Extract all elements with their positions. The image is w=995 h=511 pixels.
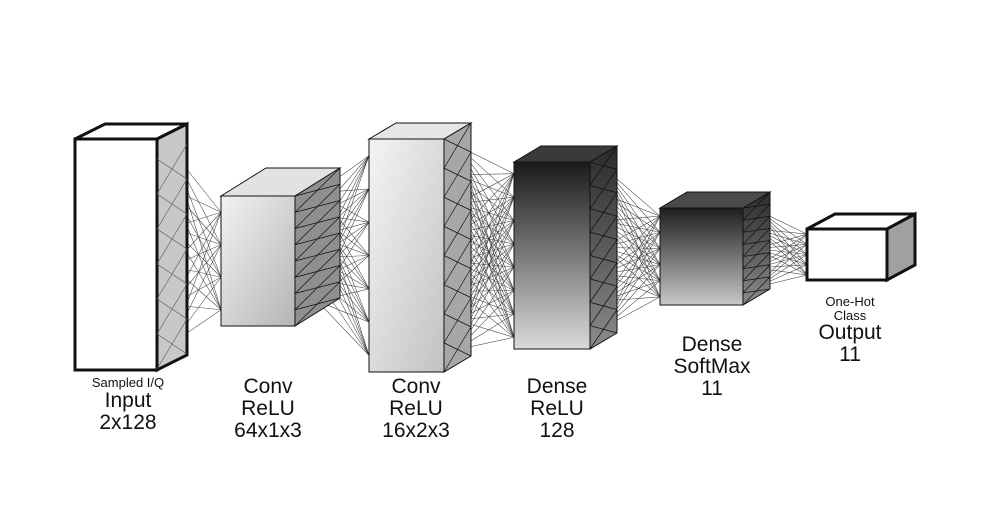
conv1-layer-label: Conv ReLU 64x1x3 [234,375,302,443]
output-caption: One-Hot Class [825,294,875,323]
mesh-line [742,240,771,269]
mesh-line [443,181,472,227]
input-side-face [155,121,189,373]
mesh-line [589,145,618,186]
mesh-line [742,191,771,221]
input-front-face [73,137,159,372]
mesh-line [156,178,188,230]
mesh-line [443,210,472,256]
dense1-activation: ReLU [530,397,584,421]
mesh-line [294,184,341,229]
dense2-activation: SoftMax [673,355,751,379]
dense1-side-mesh [589,145,618,350]
mesh-line [294,249,341,294]
mesh-line [443,297,472,344]
mesh-line [742,216,771,245]
conv1-shape: 64x1x3 [234,419,302,443]
conv1-activation: ReLU [241,397,295,421]
mesh-line [589,169,618,209]
dense1-size: 128 [539,419,575,443]
input-layer-label: Sampled I/Q Input 2x128 [92,376,164,434]
dense2-name: Dense [681,333,743,356]
dense1-side-face [589,145,618,350]
output-block [805,211,917,283]
mesh-line [156,318,188,370]
dense2-front-face [659,207,744,306]
mesh-line [742,252,771,281]
conv1-side-mesh [294,167,341,327]
mesh-line [294,167,341,213]
mesh-line [589,192,618,233]
conv2-shape: 16x2x3 [382,419,450,443]
mesh-line [443,239,472,285]
mesh-line [742,264,771,294]
mesh-line [443,268,472,314]
connection-line [317,300,370,356]
conv1-name: Conv [243,375,293,398]
dense1-block [512,145,619,350]
mesh-line [742,276,771,306]
mesh-line [294,265,341,310]
connections-dense1-to-dense2 [603,167,661,328]
conv2-front-face [368,138,445,373]
mesh-line [443,151,472,198]
input-block [73,121,189,373]
dense2-size: 11 [701,377,723,401]
mesh-line [589,262,618,303]
dense1-name: Dense [526,375,588,398]
dense1-front-face [513,161,591,350]
mesh-line [294,281,341,327]
conv2-activation: ReLU [389,397,443,421]
mesh-line [156,248,188,300]
mesh-line [742,228,771,257]
mesh-line [156,283,188,335]
input-caption: Sampled I/Q [91,375,165,390]
mesh-line [443,326,472,373]
conv1-side-face [294,167,341,327]
dense2-side-mesh [742,191,771,306]
output-front-face [805,227,889,282]
output-layer-label: One-Hot Class Output 11 [810,295,890,366]
conv1-front-face [220,195,296,327]
mesh-line [156,143,188,195]
mesh-line [589,239,618,280]
conv2-layer-label: Conv ReLU 16x2x3 [382,375,450,443]
dense2-layer-label: Dense SoftMax 11 [673,333,751,401]
mesh-line [589,309,618,350]
mesh-line [294,200,341,245]
dense2-side-face [742,191,771,306]
dense2-block [658,191,772,306]
mesh-line [589,215,618,256]
output-name: Output [818,321,882,345]
mesh-line [156,213,188,265]
output-size: 11 [839,343,861,367]
conv2-name: Conv [391,375,441,398]
mesh-line [294,216,341,262]
input-side-mesh [156,143,188,370]
mesh-line [742,203,771,233]
mesh-line [443,122,472,169]
input-shape: 2x128 [99,410,157,434]
mesh-line [589,286,618,326]
conv2-side-mesh [443,122,472,373]
dense1-layer-label: Dense ReLU 128 [526,375,588,443]
mesh-line [294,232,341,278]
conv2-side-face [443,122,472,373]
input-name: Input [104,388,152,412]
conv2-block [367,122,473,373]
layer-blocks [73,121,917,373]
